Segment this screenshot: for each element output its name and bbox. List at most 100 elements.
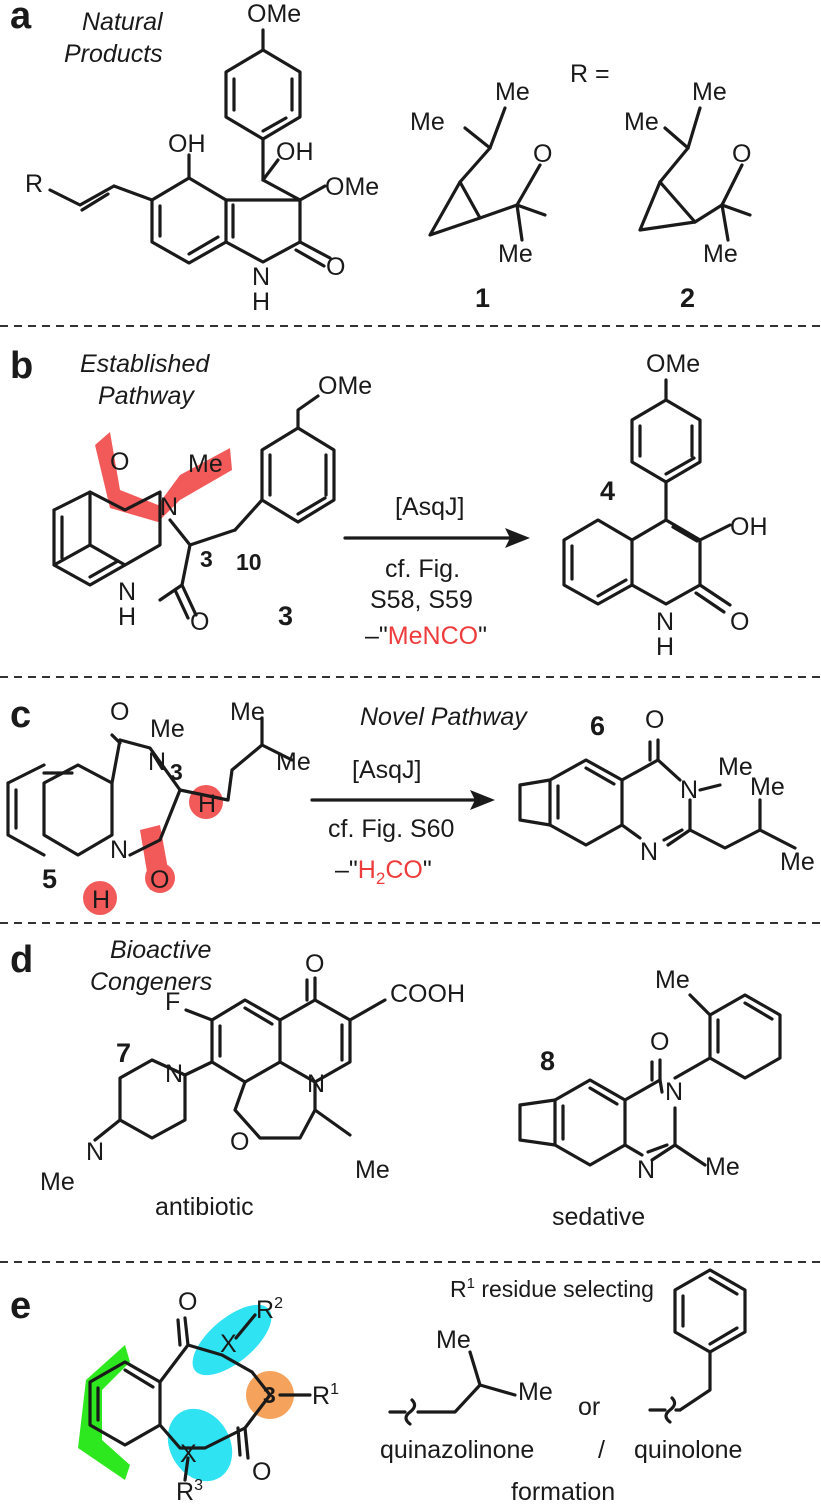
c-loss-suffix: " — [423, 856, 432, 884]
outcome-formation: formation — [511, 1478, 615, 1506]
r-group-label: R — [25, 170, 43, 198]
residue-title-sup: 1 — [467, 1275, 475, 1292]
c7-cooh: COOH — [390, 980, 465, 1008]
c2-me-3: Me — [703, 240, 738, 268]
c8-o: O — [650, 1028, 669, 1056]
isobutyl-residue: Me Me — [388, 1326, 553, 1426]
c5-nh-n: N — [110, 836, 128, 864]
panel-d-letter: d — [10, 939, 33, 981]
residue-title-rest: residue selecting — [475, 1276, 654, 1302]
c5-n: N — [148, 748, 166, 776]
c8-me: Me — [705, 1153, 740, 1181]
compound-6-number: 6 — [590, 711, 605, 741]
panel-d: d Bioactive Congeners 7 F O COOH N N N M… — [10, 936, 782, 1231]
c8-n2: N — [637, 1156, 655, 1184]
residue-title: R1 residue selecting — [450, 1275, 654, 1302]
panel-a-caption-2: Products — [64, 40, 163, 68]
compound-2-structure: Me Me O Me 2 — [624, 78, 752, 313]
core-r1-main: R — [312, 1382, 330, 1410]
nh-highlight — [83, 881, 117, 915]
carbonyl-o-highlight — [145, 863, 175, 893]
c6-n2: N — [640, 838, 658, 866]
c7-n-ring: N — [307, 1070, 325, 1098]
compound-7-structure: 7 F O COOH N N N Me O Me antibiotic — [40, 950, 465, 1221]
panel-b-caption-1: Established — [80, 350, 210, 378]
b-ref-2: S58, S59 — [370, 586, 473, 614]
or-label: or — [578, 1393, 600, 1421]
c-loss-h: H — [358, 856, 376, 884]
c5-o-top: O — [110, 698, 129, 726]
c6-me-b: Me — [780, 848, 815, 876]
c-loss: –"H2CO" — [335, 856, 432, 888]
compound-6-structure: 6 O N Me N Me Me — [518, 706, 815, 876]
core-x2: X — [180, 1440, 197, 1468]
panel-a-letter: a — [10, 0, 32, 37]
ome-label-2: OMe — [325, 173, 379, 201]
pmb-ome: OMe — [318, 372, 372, 400]
carbonyl-o-label: O — [326, 253, 345, 281]
c5-me-a: Me — [230, 698, 265, 726]
core-x1: X — [220, 1330, 237, 1358]
panel-c: c Novel Pathway O N Me Me Me 3 H N H O 5 — [6, 694, 815, 915]
core-r2: R2 — [256, 1295, 283, 1324]
b-loss: –"MeNCO" — [365, 622, 487, 650]
outcome-quinolone: quinolone — [634, 1436, 742, 1464]
c2-me-2: Me — [692, 78, 727, 106]
c7-n-pip2: N — [86, 1138, 104, 1166]
c3-o-bot: O — [190, 608, 209, 636]
core-r3-main: R — [176, 1478, 194, 1506]
panel-b-letter: b — [10, 345, 33, 387]
core-r2-main: R — [256, 1296, 274, 1324]
reaction-arrow-b: [AsqJ] cf. Fig. S58, S59 –"MeNCO" — [343, 493, 530, 650]
c4-h: H — [656, 633, 674, 661]
core-position-3: 3 — [263, 1382, 276, 1408]
c1-me-1: Me — [410, 108, 445, 136]
c4-n: N — [656, 608, 674, 636]
benzo-ring-highlight — [78, 1345, 130, 1480]
c-ref: cf. Fig. S60 — [328, 815, 454, 843]
panel-c-letter: c — [10, 694, 31, 736]
benzyl-residue — [648, 1268, 747, 1424]
methylamide-highlight — [95, 432, 232, 522]
c6-n1: N — [680, 776, 698, 804]
b-loss-prefix: –" — [365, 622, 388, 650]
r-equals-label: R = — [570, 60, 610, 88]
pmb-ring — [260, 426, 336, 524]
b-loss-suffix: " — [478, 622, 487, 650]
core-r3-sup: 3 — [194, 1477, 203, 1494]
compound-8-structure: 8 Me O N N Me sedative — [518, 966, 782, 1231]
c5-nh-h: H — [92, 886, 110, 914]
c3-o-top: O — [110, 448, 129, 476]
isobutyl-me-2: Me — [518, 1378, 553, 1406]
compound-1-number: 1 — [475, 283, 490, 313]
c7-role: antibiotic — [155, 1193, 254, 1221]
oh-label-1: OH — [168, 130, 206, 158]
ome-label: OMe — [247, 0, 301, 28]
c2-me-1: Me — [624, 108, 659, 136]
panel-e-letter: e — [10, 1285, 31, 1327]
c2-oxygen: O — [732, 140, 751, 168]
c5-me-b: Me — [276, 748, 311, 776]
c8-n1: N — [665, 1078, 683, 1106]
compound-5-number: 5 — [42, 864, 57, 894]
c-loss-subscript: 2 — [376, 869, 385, 888]
c3-nh-h: H — [118, 603, 136, 631]
c6-o: O — [645, 706, 664, 734]
compound-7-number: 7 — [116, 1038, 131, 1068]
c4-ome: OMe — [646, 350, 700, 378]
c1-oxygen: O — [533, 140, 552, 168]
residue-title-r: R — [450, 1276, 467, 1302]
core-r1-sup: 1 — [330, 1381, 339, 1398]
core-scaffold-structure: O X R2 3 R1 X R3 O — [78, 1288, 339, 1506]
nh-h-label: H — [252, 288, 270, 316]
c3-me: Me — [188, 450, 223, 478]
panel-a-caption-1: Natural — [82, 8, 164, 36]
compound-3-number: 3 — [278, 601, 293, 631]
reaction-arrow-c: [AsqJ] cf. Fig. S60 –"H2CO" — [310, 756, 495, 888]
panel-b-caption-2: Pathway — [98, 382, 195, 410]
c1-me-2: Me — [495, 78, 530, 106]
c6-me-n: Me — [718, 753, 753, 781]
compound-4-number: 4 — [600, 476, 615, 506]
c6-me-a: Me — [750, 773, 785, 801]
